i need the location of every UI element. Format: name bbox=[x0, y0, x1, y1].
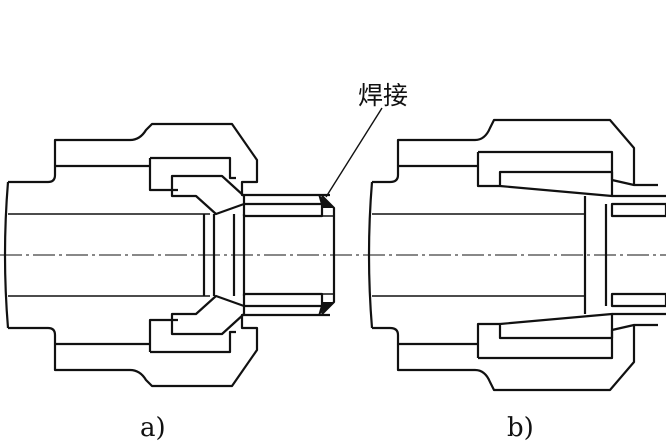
fitting-b-ferrule-lower bbox=[498, 312, 614, 340]
fitting-b-ferrule-upper bbox=[498, 170, 614, 198]
fitting-b-nut bbox=[396, 118, 658, 392]
weld-label: 焊接 bbox=[358, 81, 408, 110]
fitting-a-tube-wall-upper bbox=[242, 202, 324, 218]
weld-bead-upper bbox=[318, 194, 334, 208]
fitting-a-nut bbox=[53, 122, 330, 388]
weld-leader-line bbox=[325, 107, 383, 198]
fitting-b-tube-wall-upper bbox=[610, 202, 666, 218]
fitting-b bbox=[367, 118, 666, 392]
fitting-a bbox=[3, 122, 336, 388]
fitting-a-ferrule-upper bbox=[170, 174, 246, 216]
weld-annotation: 焊接 bbox=[325, 81, 408, 198]
fitting-a-tube-wall-lower bbox=[242, 292, 324, 308]
fitting-a-ferrule-lower bbox=[170, 294, 246, 336]
weld-bead-lower bbox=[318, 302, 334, 316]
fitting-b-tube-wall-lower bbox=[610, 292, 666, 308]
caption-b: b) bbox=[507, 413, 534, 443]
caption-a: a) bbox=[140, 413, 166, 443]
fitting-a-pipe bbox=[3, 164, 210, 346]
